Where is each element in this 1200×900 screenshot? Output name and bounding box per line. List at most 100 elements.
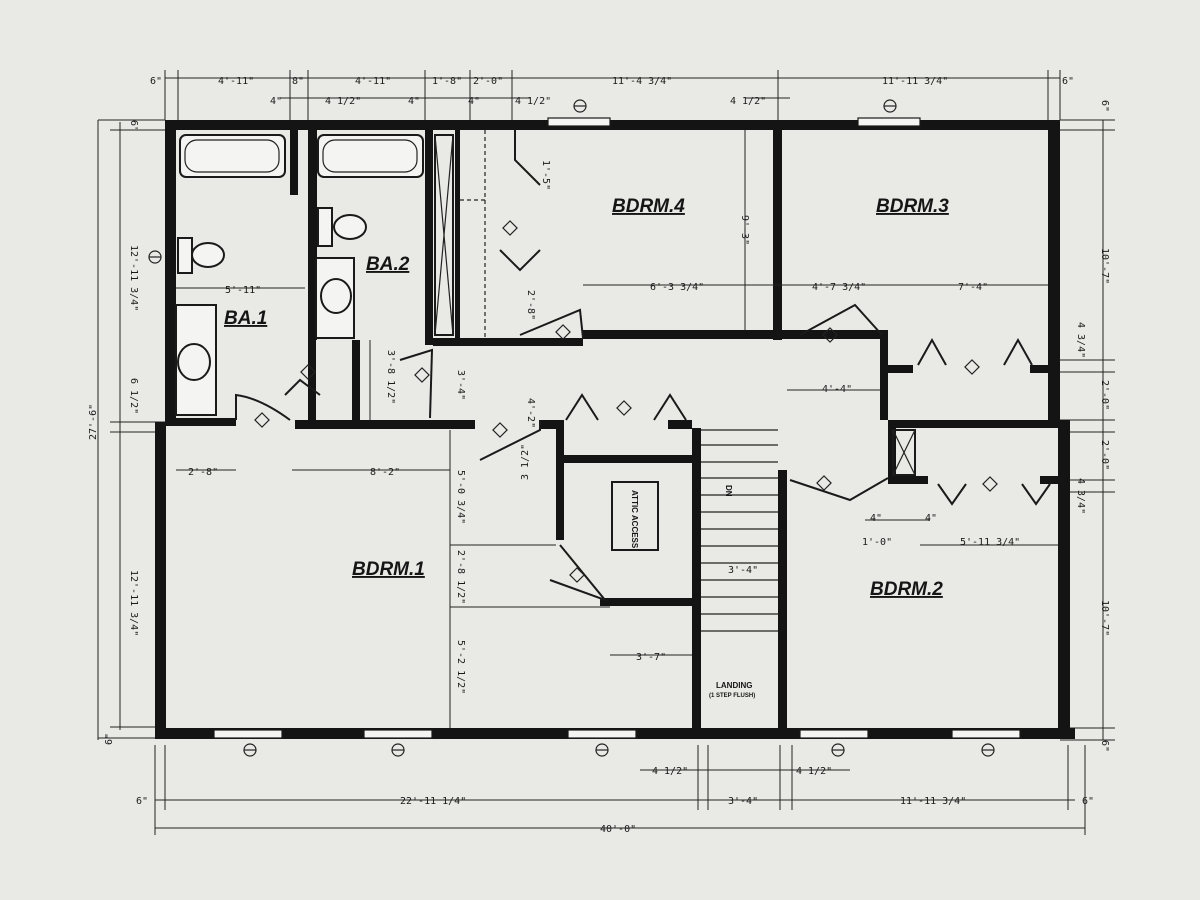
light-fixtures: [254, 220, 998, 583]
dim-right-3: 2'-0": [1099, 380, 1110, 410]
dim-top-sub-1: 4 1/2": [325, 96, 361, 107]
dim-bottom-0: 6": [136, 796, 148, 807]
dim-bottom-sub-0: 4 1/2": [652, 766, 688, 777]
attic-label: ATTIC ACCESS: [630, 490, 639, 549]
dim-top-1: 4'-11": [218, 76, 254, 87]
room-label-bdrm4: BDRM.4: [612, 196, 685, 217]
dim-bdrm1-a: 2'-8": [188, 467, 218, 478]
dim-bdrm1-c: 5'-0 3/4": [455, 470, 466, 524]
landing-label: LANDING: [716, 681, 752, 690]
closet-bdrm4: [460, 130, 486, 338]
window: [857, 117, 921, 127]
bathtub-ba1: [179, 134, 286, 178]
dim-hall-e: 4'-4": [822, 384, 852, 395]
door-swings: [235, 303, 889, 603]
room-label-ba1: BA.1: [224, 308, 267, 329]
dim-bdrm1-d: 2'-8 1/2": [455, 550, 466, 604]
dim-left-2: 6 1/2": [128, 378, 139, 414]
dim-bdrm2-d: 5'-11 3/4": [960, 537, 1020, 548]
dim-attic-b: 3'-7": [636, 652, 666, 663]
window: [799, 729, 869, 739]
dim-top-sub-2: 4": [408, 96, 420, 107]
dim-top-8: 6": [1062, 76, 1074, 87]
dim-bottom-2: 3'-4": [728, 796, 758, 807]
dim-bdrm3-b: 7'-4": [958, 282, 988, 293]
bathtub-ba2: [317, 134, 424, 178]
dim-left-1: 12'-11 3/4": [128, 245, 139, 311]
linen-closet: [434, 134, 916, 476]
window: [213, 729, 283, 739]
dim-bottom-3: 11'-11 3/4": [900, 796, 966, 807]
room-label-bdrm1: BDRM.1: [352, 559, 425, 580]
dim-top-7: 11'-11 3/4": [882, 76, 948, 87]
dim-top-sub-0: 4": [270, 96, 282, 107]
room-label-bdrm2: BDRM.2: [870, 579, 943, 600]
dim-top-3: 4'-11": [355, 76, 391, 87]
dim-bottom-sub-1: 4 1/2": [796, 766, 832, 777]
dim-bdrm1-e: 5'-2 1/2": [455, 640, 466, 694]
dim-top-6: 11'-4 3/4": [612, 76, 672, 87]
dim-right-2: 4 3/4": [1075, 322, 1086, 358]
dim-top-0: 6": [150, 76, 162, 87]
dim-right-0: 6": [1099, 100, 1110, 112]
dim-right-4: 2'-0": [1099, 440, 1110, 470]
dim-bottom-4: 6": [1082, 796, 1094, 807]
dim-top-sub-4: 4 1/2": [515, 96, 551, 107]
dim-bdrm2-b: 4": [925, 513, 937, 524]
windows: [213, 117, 1021, 739]
sink-ba1: [175, 304, 217, 416]
dim-right-6: 10'-7": [1099, 600, 1110, 636]
bottom-dimension-labels: 6" 22'-11 1/4" 3'-4" 11'-11 3/4" 6" 4 1/…: [136, 766, 1094, 835]
window: [951, 729, 1021, 739]
dim-stair: 3'-4": [728, 565, 758, 576]
interior-dimension-lines: [176, 130, 1058, 728]
stair-down-label: DN: [724, 485, 733, 497]
window: [363, 729, 433, 739]
dim-right-1: 10'-7": [1099, 248, 1110, 284]
dim-bottom-1: 22'-11 1/4": [400, 796, 466, 807]
dim-right-7: 6": [1099, 740, 1110, 752]
left-dimension-labels: 6" 12'-11 3/4" 6 1/2" 12'-11 3/4" 6" 27'…: [88, 120, 139, 745]
outlet-symbols: [148, 99, 995, 757]
top-dimension-labels: 6" 4'-11" 8" 4'-11" 1'-8" 2'-0" 11'-4 3/…: [150, 76, 1074, 107]
dim-hall-d: 4'-2": [525, 398, 536, 428]
dim-hall-b: 3'-8 1/2": [385, 350, 396, 404]
dim-top-2: 8": [292, 76, 304, 87]
window: [547, 117, 611, 127]
dim-top-sub-5: 4 1/2": [730, 96, 766, 107]
dim-top-sub-3: 4": [468, 96, 480, 107]
dim-hall-c: 3'-4": [455, 370, 466, 400]
dim-top-4: 1'-8": [432, 76, 462, 87]
dim-left-0: 6": [128, 120, 139, 132]
interior-dimension-labels: 5'-11" 1'-5" 9'-3" 6'-3 3/4" 4'-7 3/4" 7…: [188, 160, 1020, 694]
window: [567, 729, 637, 739]
room-label-ba2: BA.2: [366, 254, 410, 275]
toilet-ba1: [177, 237, 225, 274]
dim-bdrm4-width: 6'-3 3/4": [650, 282, 704, 293]
dim-right-5: 4 3/4": [1075, 478, 1086, 514]
interior-walls: [166, 130, 1060, 733]
dim-overall-depth: 27'-6": [88, 404, 99, 440]
right-dimension-labels: 6" 10'-7" 4 3/4" 2'-0" 2'-0" 4 3/4" 10'-…: [1075, 100, 1110, 752]
dim-bdrm2-a: 4": [870, 513, 882, 524]
room-label-bdrm3: BDRM.3: [876, 196, 949, 217]
bifold-doors: [499, 130, 1051, 506]
toilet-ba2: [317, 207, 367, 247]
landing-note: (1 STEP FLUSH): [709, 693, 755, 699]
room-labels: BDRM.4 BDRM.3 BA.2 BA.1 BDRM.1 BDRM.2 LA…: [224, 196, 949, 699]
dim-bdrm1-b: 8'-2": [370, 467, 400, 478]
dim-bdrm3-a: 4'-7 3/4": [812, 282, 866, 293]
dim-ba-width: 5'-11": [225, 285, 261, 296]
dim-bdrm2-c: 1'-0": [862, 537, 892, 548]
dim-bdrm4-height: 9'-3": [739, 215, 750, 245]
sink-ba2: [315, 257, 355, 339]
attic-access: ATTIC ACCESS: [611, 481, 659, 551]
stairs: [701, 429, 778, 632]
dim-top-5: 2'-0": [473, 76, 503, 87]
dim-hall-a: 2'-8": [525, 290, 536, 320]
dim-attic-a: 3 1/2": [520, 444, 531, 480]
dim-left-4: 6": [104, 733, 115, 745]
dim-left-3: 12'-11 3/4": [128, 570, 139, 636]
dim-bdrm4-closet: 1'-5": [540, 160, 551, 190]
